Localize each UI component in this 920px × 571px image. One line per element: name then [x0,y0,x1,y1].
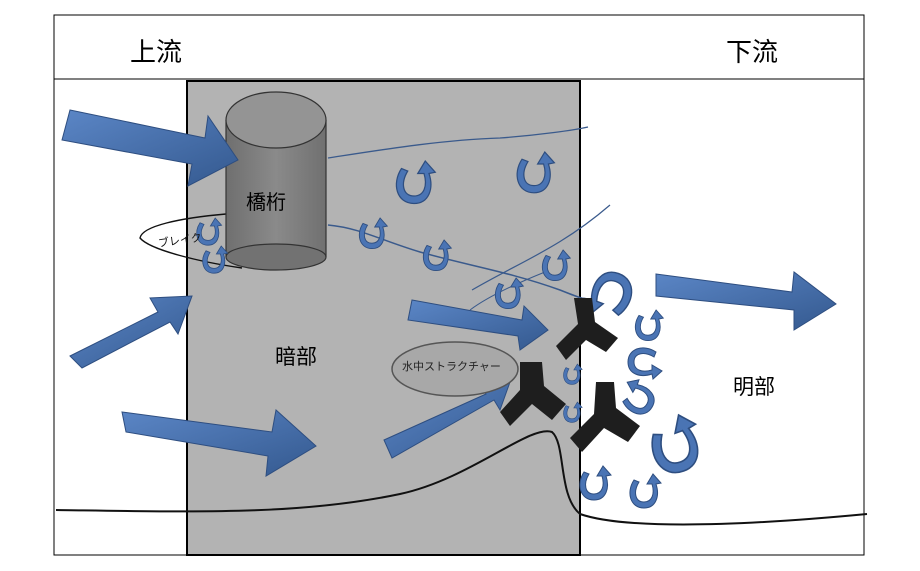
y-shaped-block-icon [570,382,640,452]
flow-arrow-icon [69,295,193,369]
downstream-label: 下流 [726,38,779,68]
pier-cylinder [225,91,327,271]
flow-arrow-icon [61,109,239,187]
flow-arrow-icon [121,409,317,477]
bright-zone-label: 明部 [733,375,775,399]
upstream-label: 上流 [130,38,183,68]
underwater-structure-ellipse [391,341,519,397]
y-shaped-block-icon [500,362,566,426]
y-shaped-block-icon [556,298,618,360]
current-line [327,126,589,159]
current-line [471,204,611,291]
dark-zone-label: 暗部 [275,345,317,369]
underwater-structure-label: 水中ストラクチャー [402,360,501,373]
riverbed-line [55,430,868,526]
current-line [327,224,593,301]
current-line [469,271,546,311]
flow-arrow-icon [655,271,837,331]
flow-arrow-icon [407,299,549,351]
pier-label: 橋桁 [246,190,286,214]
